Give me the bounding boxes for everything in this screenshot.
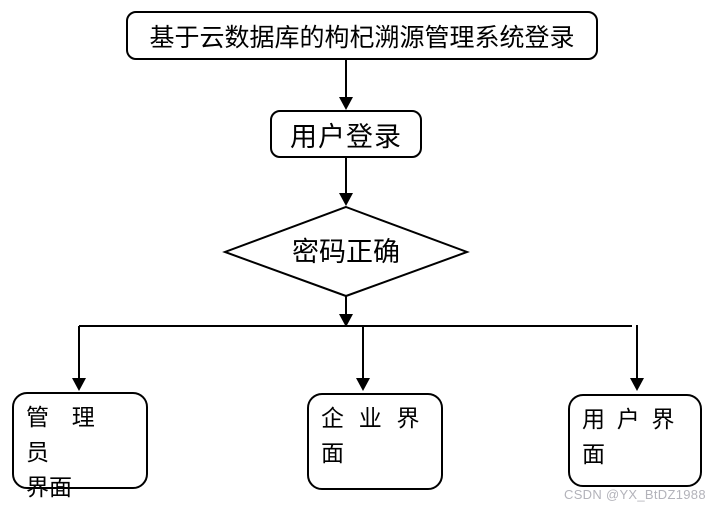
node-system-login-title: 基于云数据库的枸杞溯源管理系统登录 xyxy=(126,11,598,60)
arrow-login-to-decision xyxy=(339,158,353,206)
arrow-branch-to-user xyxy=(630,325,644,391)
node-password-correct-label: 密码正确 xyxy=(292,237,400,267)
arrow-branch-to-admin xyxy=(72,326,86,391)
arrow-decision-to-branch-line xyxy=(339,296,353,327)
node-system-login-title-label: 基于云数据库的枸杞溯源管理系统登录 xyxy=(149,24,575,52)
arrow-title-to-login xyxy=(339,60,353,110)
node-user-login: 用户登录 xyxy=(270,110,422,158)
node-user-interface: 用 户 界 面 xyxy=(568,394,702,487)
node-admin-interface: 管 理 员 界面 xyxy=(12,392,148,500)
node-user-interface-line2: 面 xyxy=(582,442,605,467)
csdn-watermark: CSDN @YX_BtDZ1988 xyxy=(564,487,706,502)
node-admin-interface-line1: 管 理 员 xyxy=(26,405,95,465)
node-enterprise-interface-line2: 面 xyxy=(321,441,344,466)
node-enterprise-interface: 企 业 界 面 xyxy=(307,393,443,490)
node-user-interface-line1: 用 户 界 xyxy=(582,407,675,432)
node-enterprise-interface-line1: 企 业 界 xyxy=(321,406,420,431)
arrow-branch-to-enterprise xyxy=(356,327,370,391)
node-user-login-label: 用户登录 xyxy=(290,121,402,152)
node-admin-interface-line2: 界面 xyxy=(26,475,72,500)
